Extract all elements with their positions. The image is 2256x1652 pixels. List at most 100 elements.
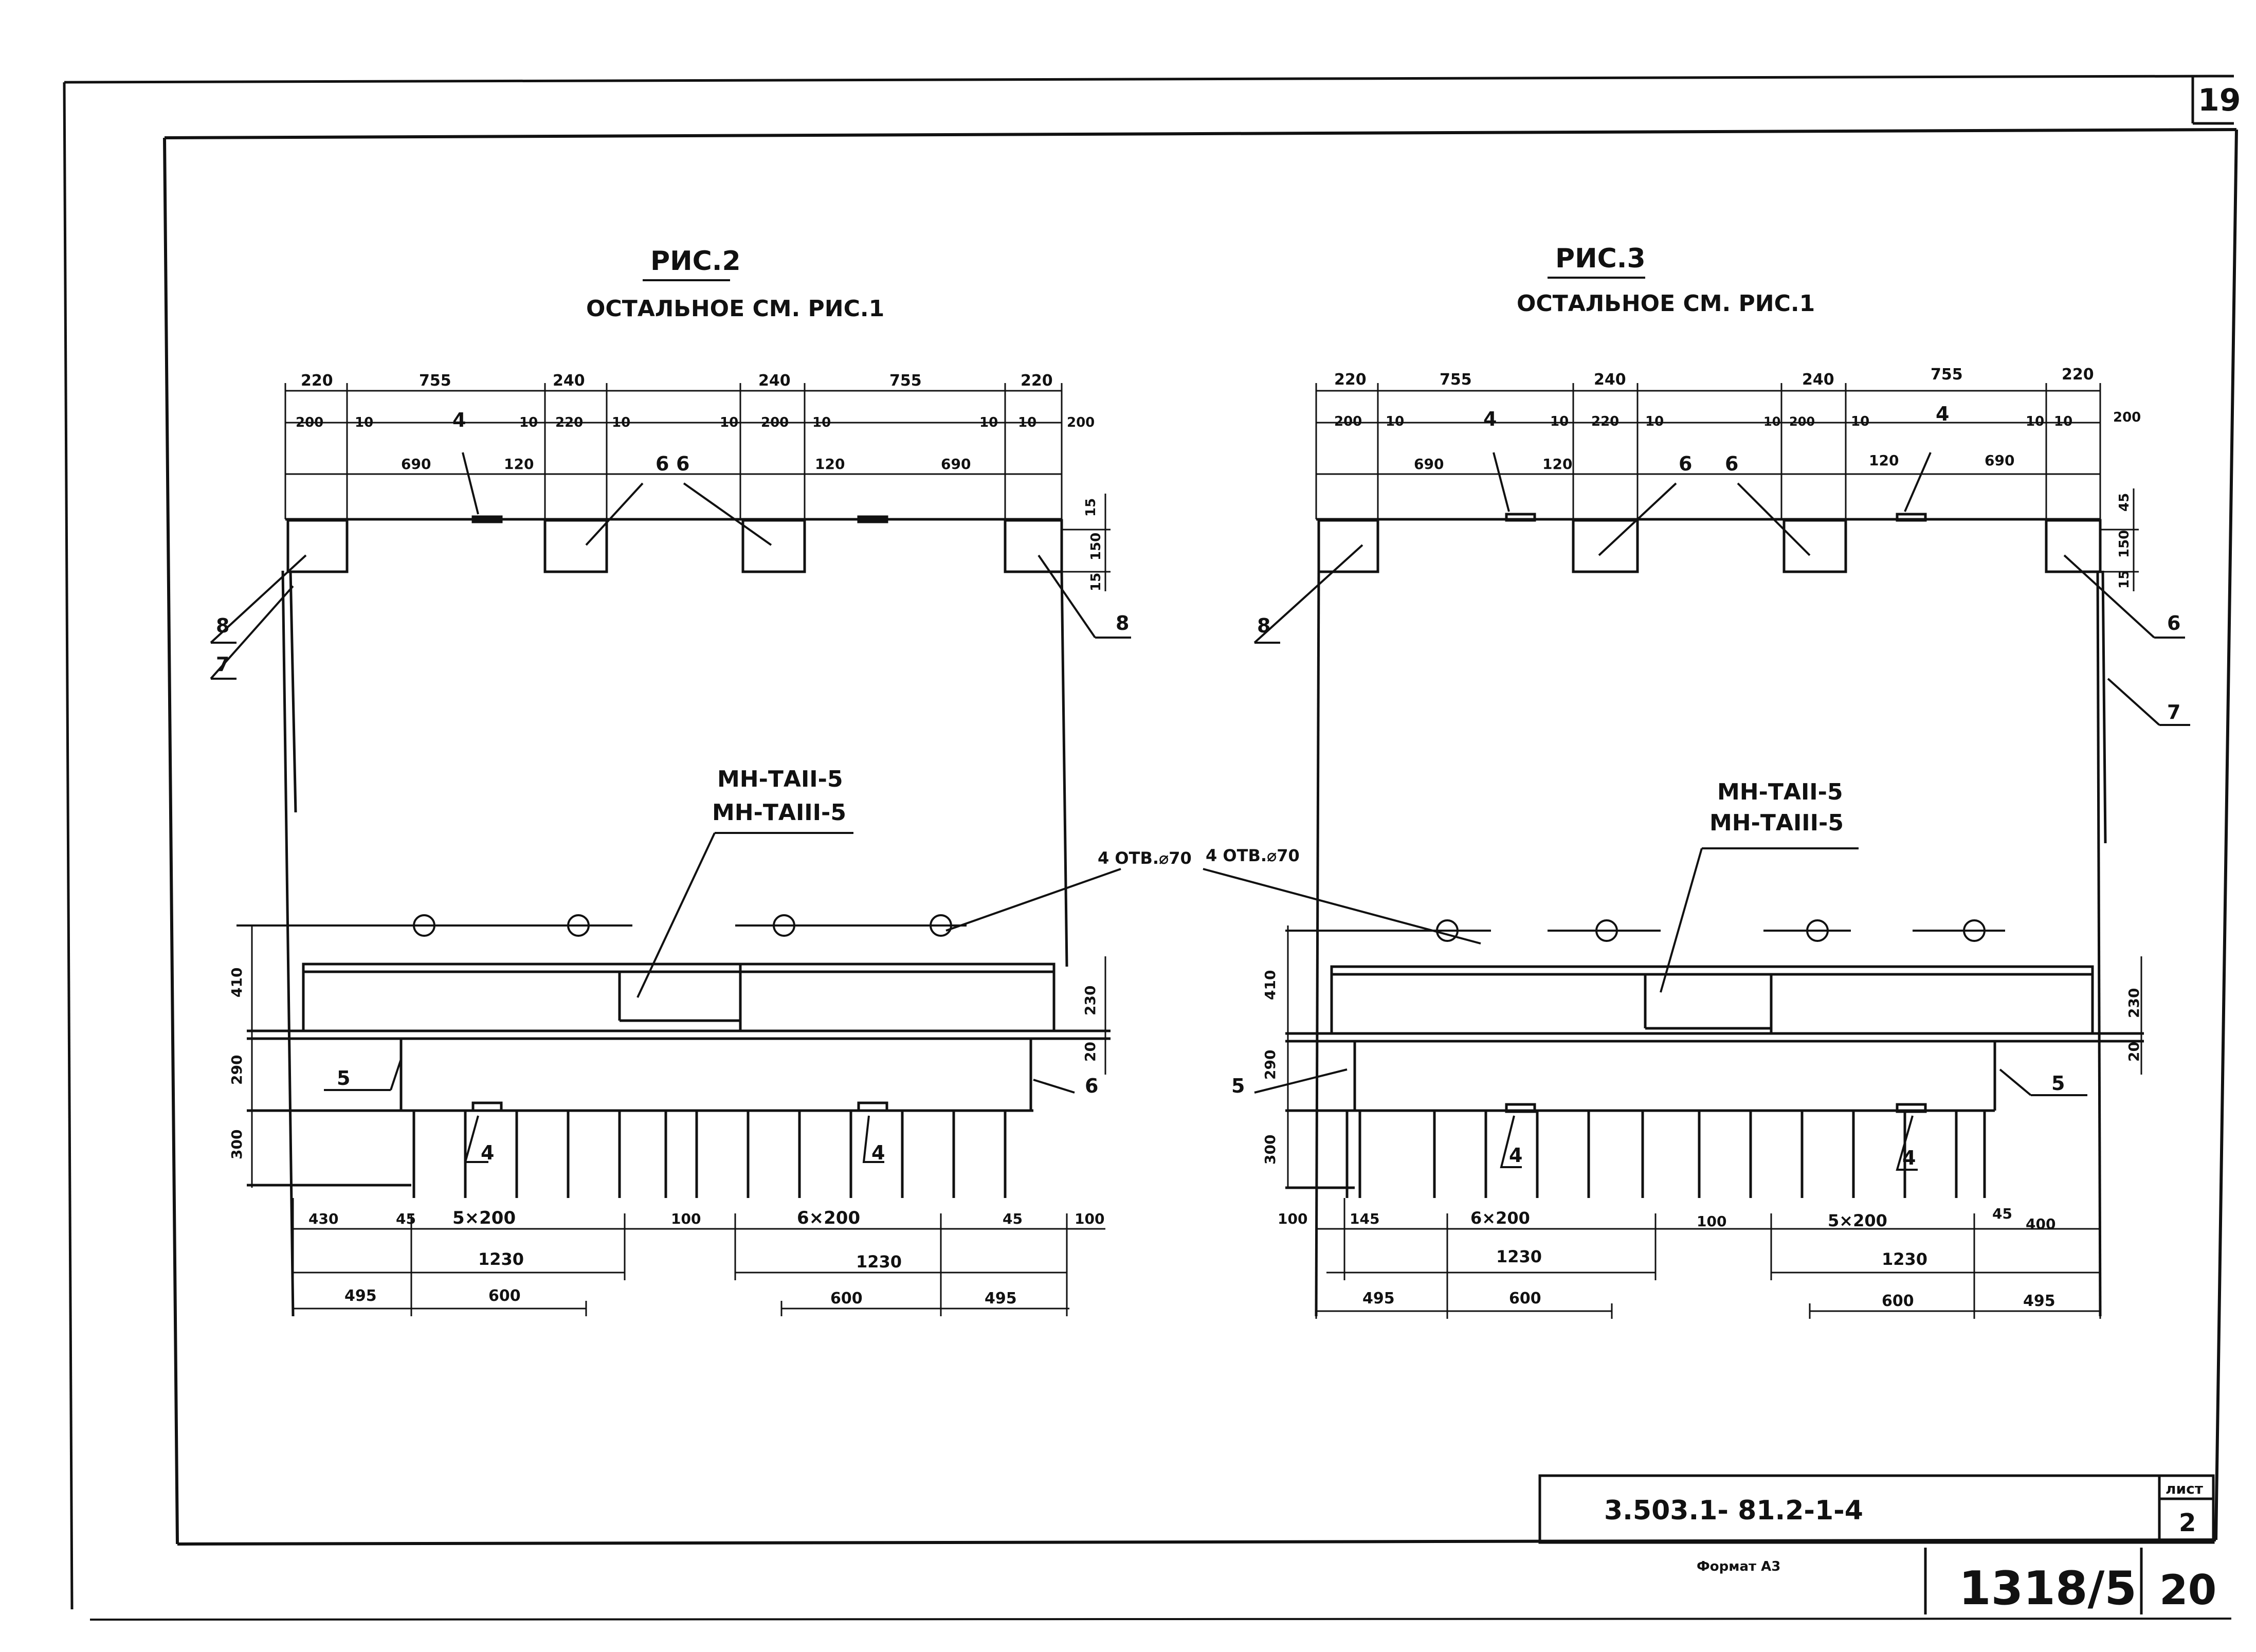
fig3-title: РИС.3 bbox=[1555, 243, 1646, 274]
fig2-anchor-plate bbox=[471, 1101, 503, 1112]
fig3-bottom-dim: 45 bbox=[1992, 1205, 2012, 1222]
fig2-right-dim: 15 bbox=[1083, 498, 1099, 517]
fig2-callout: 6 bbox=[1085, 1075, 1098, 1097]
inner-frame bbox=[163, 128, 2238, 1546]
fig3-callout: 6 bbox=[2167, 612, 2180, 634]
archive-sheet: 20 bbox=[2159, 1566, 2216, 1614]
fig3-dim-mid: 10 bbox=[1386, 414, 1404, 429]
fig2-bottom-dim: 5×200 bbox=[452, 1208, 516, 1228]
fig2-callout: 6 bbox=[656, 452, 669, 475]
fig2-bottom-dim: 495 bbox=[344, 1287, 377, 1305]
fig3-bottom-dim: 600 bbox=[1882, 1292, 1914, 1310]
fig3-right-dim: 150 bbox=[2117, 530, 2132, 558]
fig2-dim-mid: 10 bbox=[612, 415, 630, 430]
title-block bbox=[1538, 1474, 2215, 1614]
fig2-left-vert: 300 bbox=[228, 1130, 245, 1159]
fig3-callout: 7 bbox=[2167, 701, 2180, 723]
fig3-dim-mid: 10 bbox=[2054, 414, 2072, 429]
fig2-bottom-dim: 100 bbox=[671, 1210, 701, 1227]
fig3-dim-top: 220 bbox=[2062, 366, 2094, 384]
figure-3: РИС.3 ОСТАЛЬНОЕ СМ. РИС.1 220 755 240 24… bbox=[1203, 243, 2190, 1319]
sheet-number: 2 bbox=[2179, 1509, 2196, 1537]
fig2-subtitle: ОСТАЛЬНОЕ СМ. РИС.1 bbox=[586, 296, 884, 322]
fig3-anchor-plate bbox=[1896, 513, 1927, 522]
fig2-dim-top: 240 bbox=[553, 372, 585, 390]
fig2-callout: 4 bbox=[481, 1141, 494, 1164]
fig2-callout: 8 bbox=[216, 614, 229, 637]
fig2-post-box bbox=[1004, 519, 1063, 573]
fig2-dim-top: 220 bbox=[1021, 372, 1053, 390]
fig2-mark-line1: МН-ТАII-5 bbox=[717, 766, 843, 792]
format-label: Формат А3 bbox=[1697, 1559, 1780, 1574]
fig2-hole bbox=[773, 914, 795, 937]
fig2-callout: 5 bbox=[337, 1067, 350, 1090]
fig2-dim-mid: 200 bbox=[1067, 415, 1095, 430]
figure-2: РИС.2 ОСТАЛЬНОЕ СМ. РИС.1 220 755 240 24… bbox=[210, 246, 1192, 1317]
fig3-bottom-dim: 600 bbox=[1509, 1290, 1541, 1308]
fig2-dim-top: 220 bbox=[301, 372, 333, 390]
fig2-dim-mid: 200 bbox=[761, 415, 789, 430]
fig3-mark-line1: МН-ТАII-5 bbox=[1717, 779, 1843, 805]
fig2-hole bbox=[930, 914, 952, 937]
fig3-post-box bbox=[2045, 519, 2102, 573]
fig3-post-box bbox=[1572, 519, 1639, 573]
fig2-dim-690-right: 690 bbox=[941, 456, 971, 473]
fig3-dim-top: 240 bbox=[1594, 371, 1626, 389]
fig2-bottom-dim: 600 bbox=[830, 1290, 863, 1308]
fig2-bottom-dim: 495 bbox=[985, 1290, 1017, 1308]
fig3-bottom-dim: 100 bbox=[1278, 1210, 1307, 1227]
fig3-bottom-dim: 495 bbox=[2023, 1292, 2055, 1310]
fig2-post-box bbox=[286, 519, 349, 573]
fig2-dim-120-right: 120 bbox=[815, 456, 845, 473]
fig2-bottom-dim: 45 bbox=[1003, 1210, 1023, 1227]
fig2-mark-line2: МН-ТАIII-5 bbox=[712, 800, 846, 826]
fig2-right-vert: 230 bbox=[1082, 986, 1099, 1015]
fig3-dim-top: 755 bbox=[1931, 366, 1963, 384]
fig2-dim-top: 755 bbox=[889, 372, 922, 390]
fig3-dim-mid: 200 bbox=[2113, 410, 2141, 425]
fig2-holes-label: 4 ОТВ.⌀70 bbox=[1098, 848, 1192, 868]
fig3-anchor-plate bbox=[1896, 1103, 1927, 1113]
fig2-dim-mid: 10 bbox=[720, 415, 738, 430]
fig3-callout: 4 bbox=[1509, 1144, 1522, 1167]
fig3-callout: 6 bbox=[1725, 452, 1738, 475]
fig2-callout: 4 bbox=[452, 409, 466, 431]
fig2-callout: 7 bbox=[216, 653, 229, 676]
bottom-strip bbox=[89, 1618, 2232, 1621]
fig3-bottom-dim: 1230 bbox=[1882, 1249, 1927, 1269]
fig3-dim-mid: 10 bbox=[1851, 414, 1869, 429]
fig2-callout: 6 bbox=[676, 452, 689, 475]
fig3-bottom-dim: 5×200 bbox=[1828, 1211, 1887, 1230]
fig3-bottom-dim: 6×200 bbox=[1470, 1208, 1530, 1228]
fig3-dim-mid: 10 bbox=[1645, 414, 1664, 429]
fig3-hole bbox=[1963, 919, 1986, 942]
fig2-top-dims bbox=[284, 383, 1063, 519]
fig3-right-dim: 15 bbox=[2117, 570, 2132, 589]
fig3-bottom-dim: 495 bbox=[1362, 1290, 1395, 1308]
fig3-anchor-plate bbox=[1505, 1103, 1536, 1113]
fig2-callout: 8 bbox=[1116, 612, 1129, 634]
fig3-dim-mid: 10 bbox=[1550, 414, 1569, 429]
fig3-left-vert: 290 bbox=[1262, 1050, 1279, 1080]
fig2-dim-top: 240 bbox=[758, 372, 791, 390]
fig2-dim-mid: 220 bbox=[555, 415, 583, 430]
fig3-dim-top: 755 bbox=[1440, 371, 1472, 389]
fig3-beam bbox=[1330, 965, 2094, 1035]
archive-number: 1318/5 bbox=[1959, 1562, 2137, 1615]
fig3-mark-line2: МН-ТАIII-5 bbox=[1709, 810, 1844, 836]
fig2-dim-top: 755 bbox=[419, 372, 451, 390]
fig2-bottom-dim: 1230 bbox=[478, 1249, 524, 1269]
fig3-right-vert: 230 bbox=[2125, 988, 2142, 1018]
fig3-subtitle: ОСТАЛЬНОЕ СМ. РИС.1 bbox=[1517, 291, 1815, 317]
fig2-right-dim: 150 bbox=[1088, 533, 1104, 560]
fig2-anchor-plate bbox=[471, 515, 503, 523]
fig2-dim-690-left: 690 bbox=[401, 456, 431, 473]
corner-number: 19 bbox=[2198, 82, 2241, 118]
fig3-hole bbox=[1806, 919, 1829, 942]
fig3-callout: 5 bbox=[1231, 1075, 1245, 1097]
fig2-dim-120-left: 120 bbox=[504, 456, 534, 473]
fig2-bottom-dim: 100 bbox=[1075, 1210, 1104, 1227]
fig2-bottom-dim: 600 bbox=[488, 1287, 521, 1305]
fig3-anchor-plate bbox=[1505, 513, 1536, 522]
fig2-dim-mid: 10 bbox=[979, 415, 998, 430]
